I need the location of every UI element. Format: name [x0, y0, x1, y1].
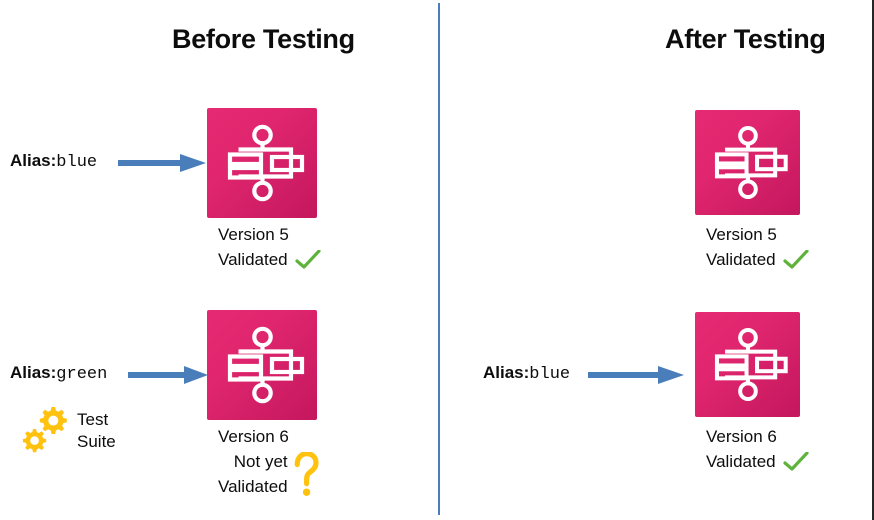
alias-keyword: Alias:	[10, 151, 57, 170]
green-check-icon-v6-after	[783, 450, 809, 472]
panel-title-before: Before Testing	[172, 24, 355, 54]
arrow-right-icon-blue-before	[118, 152, 206, 179]
panel-title-after: After Testing	[665, 24, 826, 54]
alias-value-blue: blue	[56, 153, 98, 172]
version-label-v5-after: Version 5	[706, 225, 777, 244]
alias-keyword: Alias:	[10, 363, 57, 382]
alias-value-blue: blue	[529, 365, 571, 384]
test-suite-group: Test Suite	[20, 405, 116, 457]
validated-label-v6-after: Validated	[706, 452, 776, 471]
version-label-v5-before: Version 5	[218, 225, 289, 244]
suite-label: Suite	[77, 432, 116, 451]
alias-value-green: green	[56, 365, 108, 384]
caption-v5-after: Version 5 Validated	[706, 222, 809, 272]
arrow-right-icon-green-before	[128, 364, 208, 391]
version-label-v6-after: Version 6	[706, 427, 777, 446]
caption-v5-before: Version 5 Validated	[218, 222, 321, 272]
yellow-question-icon-v6-before	[293, 450, 319, 497]
validated-label-v5-after: Validated	[706, 250, 776, 269]
test-label: Test	[77, 410, 109, 429]
green-check-icon-v5-after	[783, 248, 809, 270]
alias-label-blue-after: Alias:blue	[483, 364, 570, 383]
caption-v6-after: Version 6 Validated	[706, 424, 809, 474]
validated-label-v5-before: Validated	[218, 250, 288, 269]
validated-label-v6-before: Validated	[218, 477, 288, 496]
state-machine-icon-v5-after	[695, 110, 800, 215]
state-machine-icon-v6-after	[695, 312, 800, 417]
green-check-icon-v5-before	[295, 248, 321, 270]
state-machine-icon-v5-before	[207, 108, 317, 218]
not-yet-label: Not yet	[233, 452, 288, 471]
alias-label-blue-before: Alias:blue	[10, 152, 97, 171]
version-label-v6-before: Version 6	[218, 427, 289, 446]
alias-label-green-before: Alias:green	[10, 364, 107, 383]
state-machine-icon-v6-before	[207, 310, 317, 420]
arrow-right-icon-blue-after	[588, 364, 684, 391]
caption-v6-before: Version 6 Not yet Validated	[218, 424, 319, 499]
alias-keyword: Alias:	[483, 363, 530, 382]
panel-divider	[438, 3, 440, 515]
gears-icon	[20, 405, 68, 457]
test-suite-label: Test Suite	[77, 409, 116, 453]
